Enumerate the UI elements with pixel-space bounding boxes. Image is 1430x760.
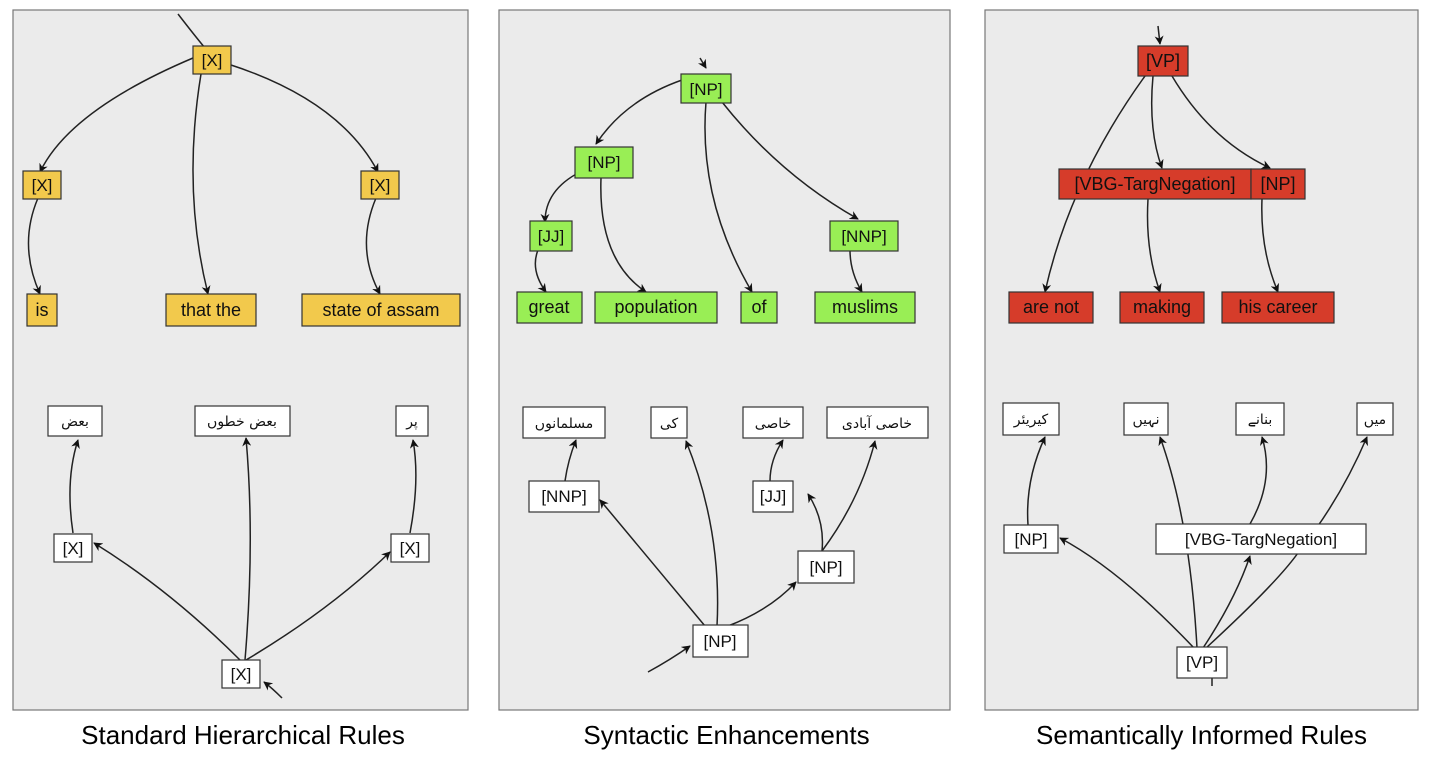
top-node-root: [X] — [192, 45, 232, 75]
bottom-node-root: [NP] — [692, 624, 749, 658]
svg-text:بعض: بعض — [61, 414, 89, 430]
panel-semantically-informed: [VP] [VBG-TargNegation] [NP] are not mak… — [984, 9, 1419, 711]
panel-syntactic-enhancements: [NP] [NP] [JJ] [NNP] great population of — [498, 9, 951, 711]
top-word-that-the: that the — [165, 293, 257, 327]
svg-text:[NNP]: [NNP] — [541, 487, 586, 506]
svg-text:[NP]: [NP] — [587, 153, 620, 172]
top-node-left: [X] — [22, 170, 62, 200]
bottom-urdu-1: کیریئر — [1002, 402, 1060, 436]
top-node-root: [NP] — [680, 73, 732, 104]
svg-text:[JJ]: [JJ] — [538, 227, 564, 246]
top-word-great: great — [516, 291, 583, 324]
top-word-muslims: muslims — [814, 291, 916, 324]
svg-text:[NP]: [NP] — [1014, 530, 1047, 549]
bottom-urdu-2: کی — [650, 406, 688, 439]
bottom-node-np: [NP] — [797, 550, 855, 584]
svg-text:[NP]: [NP] — [809, 558, 842, 577]
svg-text:his career: his career — [1238, 297, 1317, 317]
svg-text:[NNP]: [NNP] — [841, 227, 886, 246]
bottom-urdu-4: میں — [1356, 402, 1394, 436]
bottom-urdu-2: بعض خطوں — [194, 405, 291, 437]
svg-text:[VBG-TargNegation]: [VBG-TargNegation] — [1074, 174, 1235, 194]
panel-background — [12, 9, 469, 711]
bottom-tree-edges — [564, 439, 878, 673]
svg-text:[NP]: [NP] — [1260, 174, 1295, 194]
svg-text:are not: are not — [1023, 297, 1079, 317]
svg-text:[X]: [X] — [32, 176, 53, 195]
top-node-nnp: [NNP] — [829, 220, 899, 252]
panel-background — [984, 9, 1419, 711]
svg-text:کیریئر: کیریئر — [1013, 412, 1049, 428]
top-node-jj: [JJ] — [529, 220, 573, 252]
caption-semantically-informed: Semantically Informed Rules — [1036, 720, 1367, 750]
panel-standard-hierarchical: [X] [X] [X] is that the state of assam — [12, 9, 469, 711]
svg-text:great: great — [528, 297, 569, 317]
svg-text:muslims: muslims — [832, 297, 898, 317]
bottom-urdu-3: بنانے — [1235, 402, 1285, 436]
top-word-population: population — [594, 291, 718, 324]
svg-text:[VBG-TargNegation]: [VBG-TargNegation] — [1185, 530, 1337, 549]
top-word-of: of — [740, 291, 778, 324]
svg-text:خاصی: خاصی — [755, 416, 791, 432]
bottom-node-jj: [JJ] — [752, 480, 794, 513]
top-word-are-not: are not — [1008, 291, 1094, 324]
bottom-node-nnp: [NNP] — [528, 480, 600, 513]
bottom-node-left: [X] — [53, 533, 93, 563]
top-node-np: [NP] — [1250, 168, 1306, 200]
bottom-node-right: [X] — [390, 533, 430, 563]
svg-text:[NP]: [NP] — [703, 632, 736, 651]
svg-text:کی: کی — [660, 416, 679, 432]
bottom-urdu-3: خاصی — [742, 406, 804, 439]
top-node-right: [X] — [360, 170, 400, 200]
svg-text:[VP]: [VP] — [1146, 51, 1180, 71]
bottom-urdu-2: نہیں — [1123, 402, 1169, 436]
caption-syntactic-enhancements: Syntactic Enhancements — [583, 720, 870, 750]
svg-text:that the: that the — [181, 300, 241, 320]
svg-text:[X]: [X] — [63, 539, 84, 558]
svg-text:state of assam: state of assam — [322, 300, 439, 320]
caption-standard-hierarchical: Standard Hierarchical Rules — [81, 720, 405, 750]
top-node-np: [NP] — [574, 146, 634, 179]
top-tree-edges — [27, 13, 381, 295]
top-word-making: making — [1119, 291, 1205, 324]
bottom-urdu-3: پر — [395, 405, 429, 437]
panel-background — [498, 9, 951, 711]
svg-text:[VP]: [VP] — [1186, 653, 1218, 672]
bottom-urdu-1: بعض — [47, 405, 103, 437]
bottom-urdu-4: خاصی آبادی — [826, 406, 929, 439]
svg-text:بنانے: بنانے — [1248, 412, 1273, 428]
top-tree-edges — [534, 57, 863, 293]
svg-text:is: is — [36, 300, 49, 320]
bottom-node-np: [NP] — [1003, 524, 1059, 554]
bottom-urdu-1: مسلمانوں — [522, 406, 606, 439]
svg-text:نہیں: نہیں — [1133, 412, 1160, 428]
svg-text:[X]: [X] — [202, 51, 223, 70]
top-word-state-of-assam: state of assam — [301, 293, 461, 327]
svg-text:میں: میں — [1364, 412, 1386, 428]
top-word-his-career: his career — [1221, 291, 1335, 324]
svg-text:[X]: [X] — [400, 539, 421, 558]
top-node-vbg: [VBG-TargNegation] — [1058, 168, 1252, 200]
svg-text:[NP]: [NP] — [689, 80, 722, 99]
bottom-node-vbg: [VBG-TargNegation] — [1155, 523, 1367, 555]
svg-text:of: of — [751, 297, 767, 317]
bottom-tree-edges — [69, 437, 419, 699]
svg-text:پر: پر — [405, 414, 418, 430]
bottom-node-root: [VP] — [1176, 646, 1228, 679]
svg-text:[X]: [X] — [370, 176, 391, 195]
svg-text:بعض خطوں: بعض خطوں — [207, 414, 277, 430]
top-word-is: is — [26, 293, 58, 327]
bottom-node-root: [X] — [221, 659, 261, 689]
top-node-root: [VP] — [1137, 45, 1189, 77]
svg-text:خاصی آبادی: خاصی آبادی — [842, 415, 912, 432]
svg-text:population: population — [614, 297, 697, 317]
svg-text:making: making — [1133, 297, 1191, 317]
svg-text:[X]: [X] — [231, 665, 252, 684]
svg-text:مسلمانوں: مسلمانوں — [535, 416, 593, 432]
svg-text:[JJ]: [JJ] — [760, 487, 786, 506]
